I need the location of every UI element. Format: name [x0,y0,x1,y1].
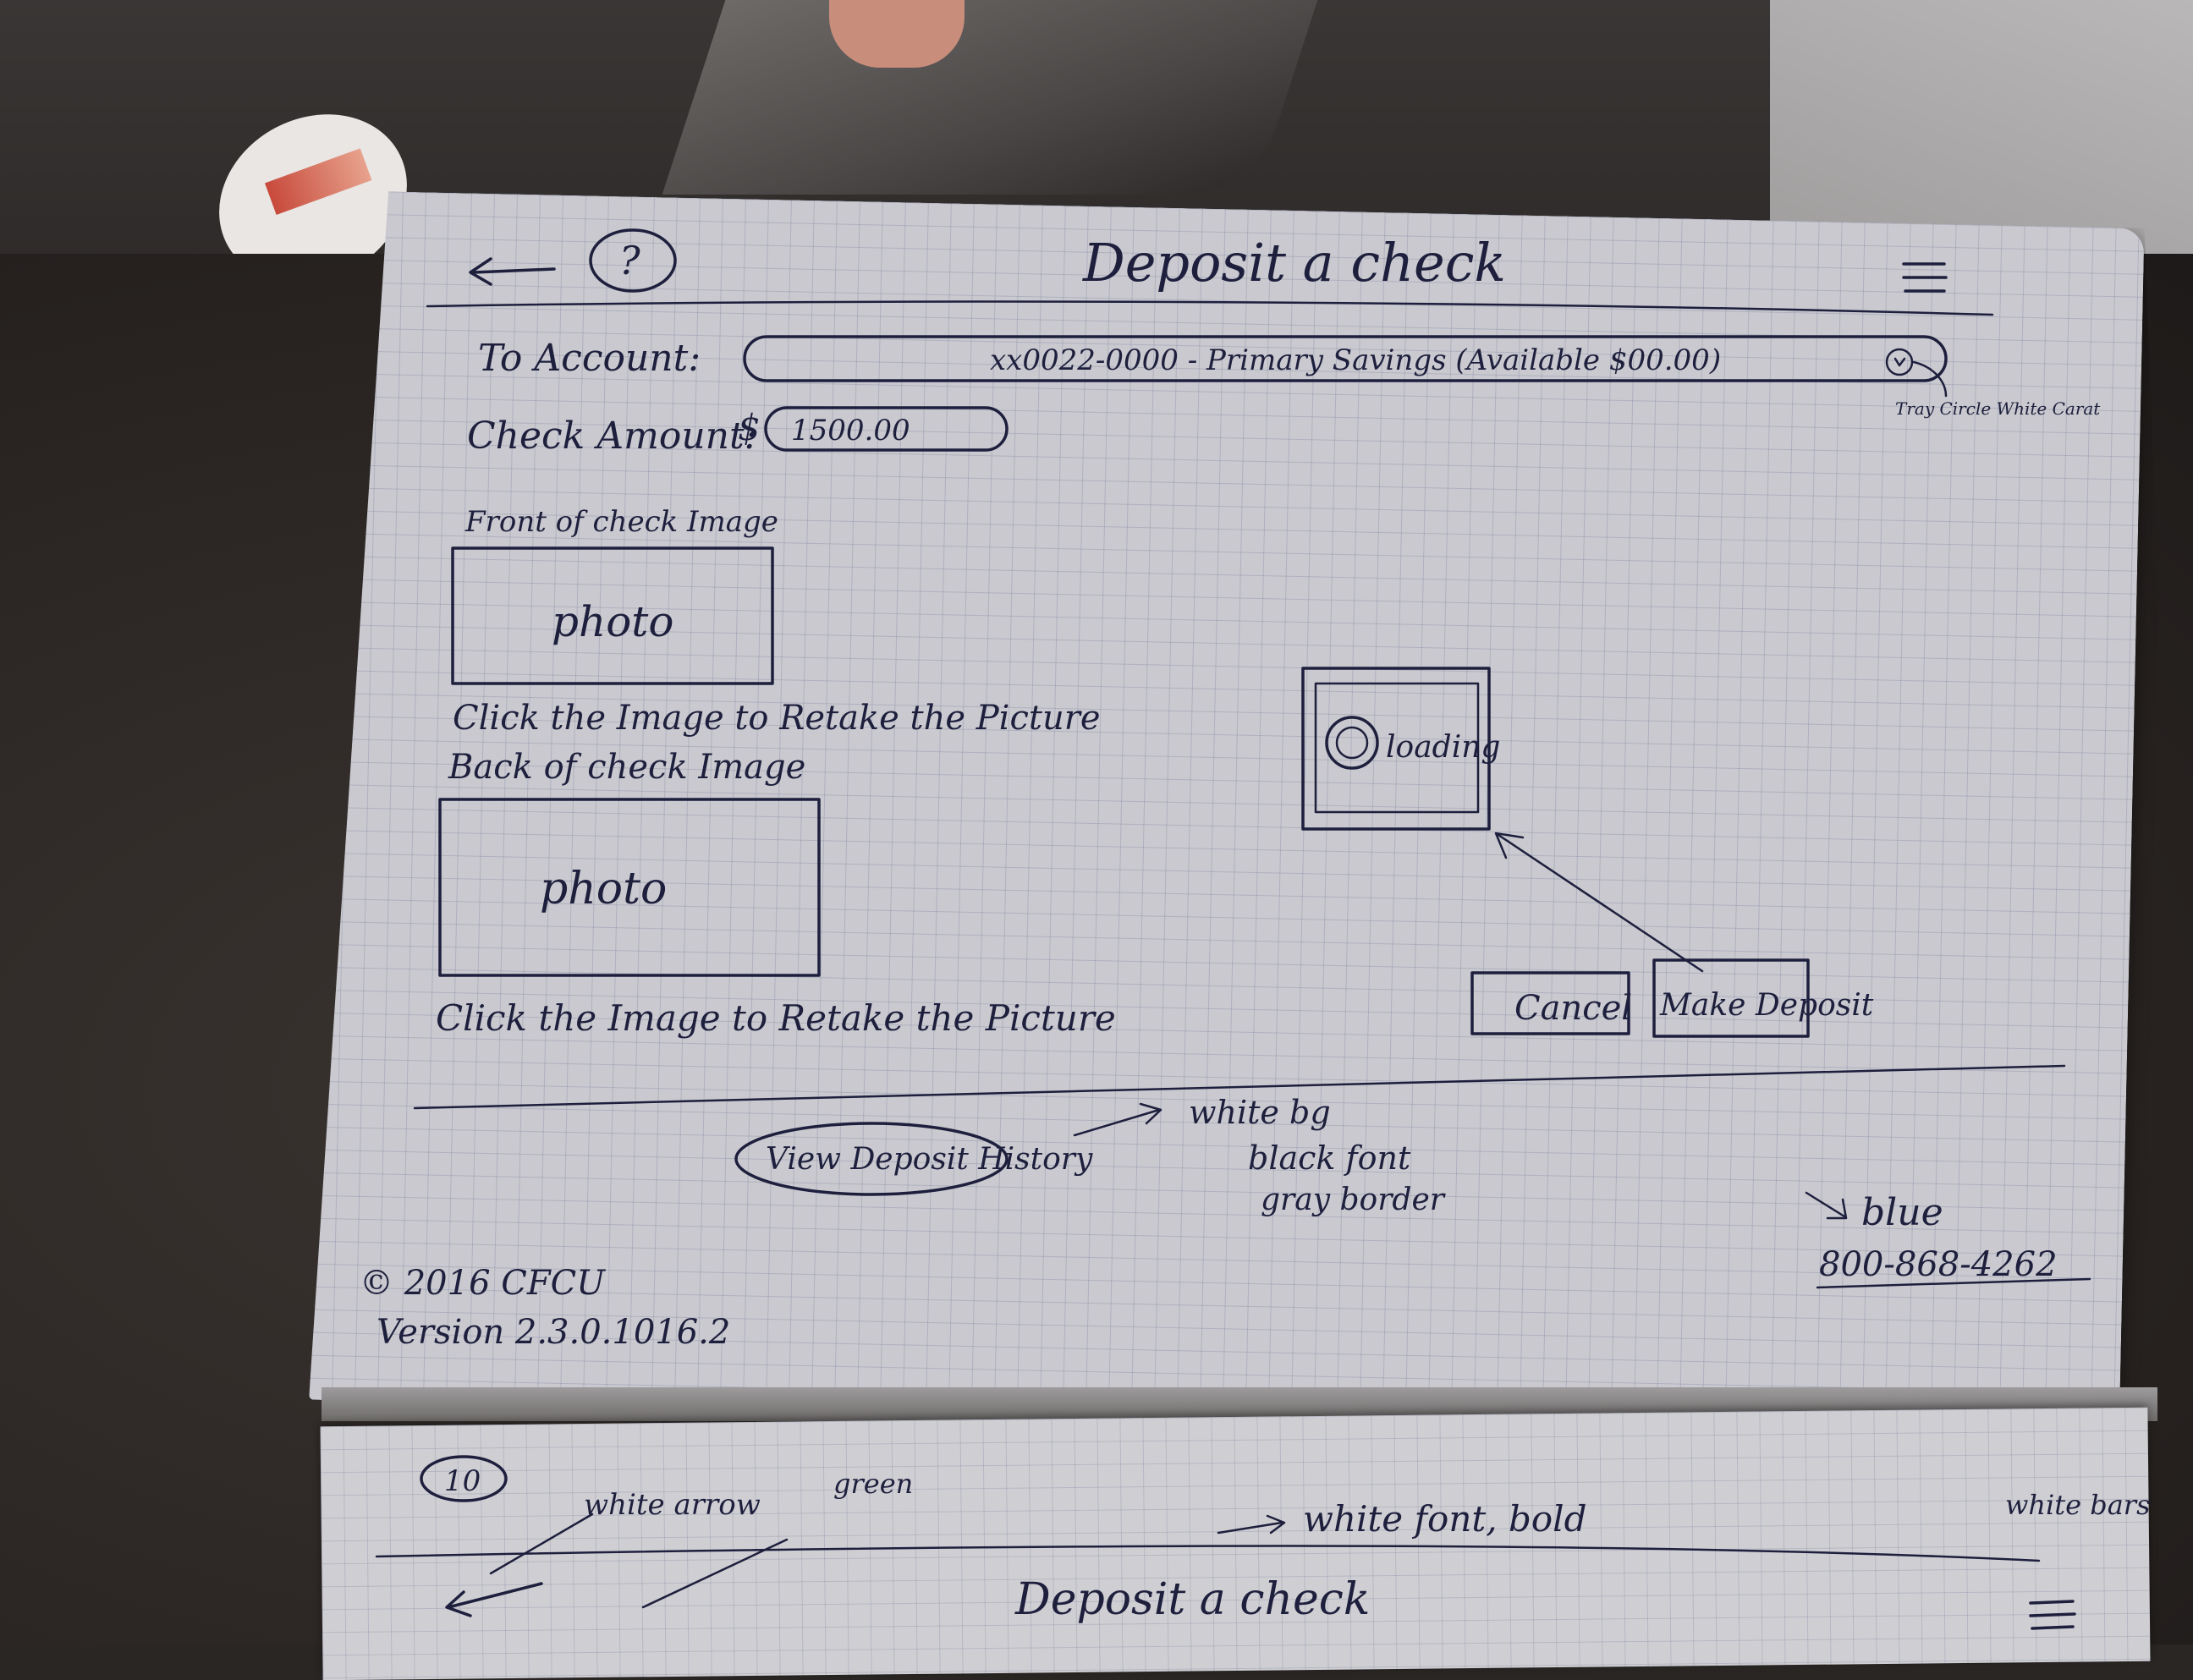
to-account-note: Tray Circle White Carat [1895,398,2101,419]
menu-note: white bars [2005,1489,2150,1521]
check-amount-label: Check Amount: [467,415,757,458]
lower-header-top-line [375,1545,2041,1562]
lower-hamburger-icon [2029,1600,2076,1630]
cancel-button-label: Cancel [1514,989,1632,1028]
check-amount-row: Check Amount: $ 1500.00 [467,406,1009,458]
title-note-arrow [1217,1514,1286,1535]
history-note-line-2: black font [1248,1139,1411,1177]
lower-page-sketch: 10 white arrow green white font, bold wh… [375,1455,2150,1630]
front-image-label: Front of check Image [464,505,778,539]
footer: © 2016 CFCU Version 2.3.0.1016.2 [360,1264,730,1352]
help-icon [589,228,677,293]
currency-symbol: $ [738,407,761,448]
color-note: green [833,1468,913,1500]
page-number: 10 [444,1464,481,1498]
help-label: ? [619,238,640,283]
arrow-note: white arrow [584,1488,761,1522]
history-note-line-3: gray border [1261,1183,1446,1217]
cancel-button [1470,971,1630,1035]
page-title: Deposit a check [1082,232,1506,294]
make-deposit-button [1652,958,1810,1038]
to-account-label: To Account: [478,337,701,380]
header-row: ? Deposit a check [426,228,1994,316]
front-image-box [451,546,774,685]
footer-copyright: © 2016 CFCU [360,1264,606,1303]
back-image-box [438,798,821,977]
front-image-section: Front of check Image photo Click the Ima… [451,505,1101,738]
check-amount-value: 1500.00 [791,414,910,447]
back-image-hint: Click the Image to Retake the Picture [436,997,1116,1039]
hamburger-menu-icon [1902,262,1948,293]
view-deposit-history-label: View Deposit History [766,1142,1093,1177]
check-amount-input [764,406,1009,452]
page-number-circle [420,1455,508,1502]
title-font-note: white font, bold [1303,1498,1586,1540]
front-image-hint: Click the Image to Retake the Picture [453,699,1101,738]
sketch-drawing: ? Deposit a check To Account: xx0022-000… [360,228,2150,1630]
loading-spinner-icon [1325,716,1379,770]
to-account-select [743,335,1948,382]
phone-number: 800-868-4262 [1819,1245,2058,1284]
loading-label: loading [1386,730,1500,765]
lower-page-title: Deposit a check [1014,1574,1370,1625]
history-note-arrow [1073,1102,1162,1137]
background-hand [829,0,965,68]
history-note-line-1: white bg [1189,1094,1331,1131]
make-deposit-button-label: Make Deposit [1659,988,1874,1023]
phone-note: blue [1861,1191,1943,1234]
loading-dialog-inner [1314,682,1480,814]
back-arrow-icon [469,257,556,286]
lower-note-lines [489,1513,789,1609]
back-image-section: Back of check Image photo Click the Imag… [436,748,1116,1039]
history-section: View Deposit History white bg black font… [734,1094,1446,1217]
to-account-row: To Account: xx0022-0000 - Primary Saving… [478,335,2101,419]
loading-dialog: loading [1301,667,1704,973]
front-image-placeholder: photo [552,597,674,646]
action-buttons: Cancel Make Deposit [1470,958,1874,1038]
loading-dialog-outer [1301,667,1491,831]
loading-spinner-inner-icon [1335,726,1369,760]
back-image-label: Back of check Image [448,748,805,787]
loading-pointer-arrow [1494,832,1704,973]
note-arrow [1912,360,1948,398]
to-account-value: xx0022-0000 - Primary Savings (Available… [990,343,1721,377]
phone-section: blue 800-868-4262 [1805,1191,2091,1289]
back-image-placeholder: photo [540,864,667,914]
phone-underline [1816,1277,2091,1289]
phone-note-arrow [1805,1191,1848,1220]
footer-version: Version 2.3.0.1016.2 [376,1313,730,1352]
dropdown-caret-icon [1893,357,1906,367]
lower-back-arrow-icon [445,1582,543,1617]
header-divider [426,300,1994,316]
view-deposit-history-button [734,1122,1009,1196]
dropdown-circle-icon [1885,348,1914,376]
